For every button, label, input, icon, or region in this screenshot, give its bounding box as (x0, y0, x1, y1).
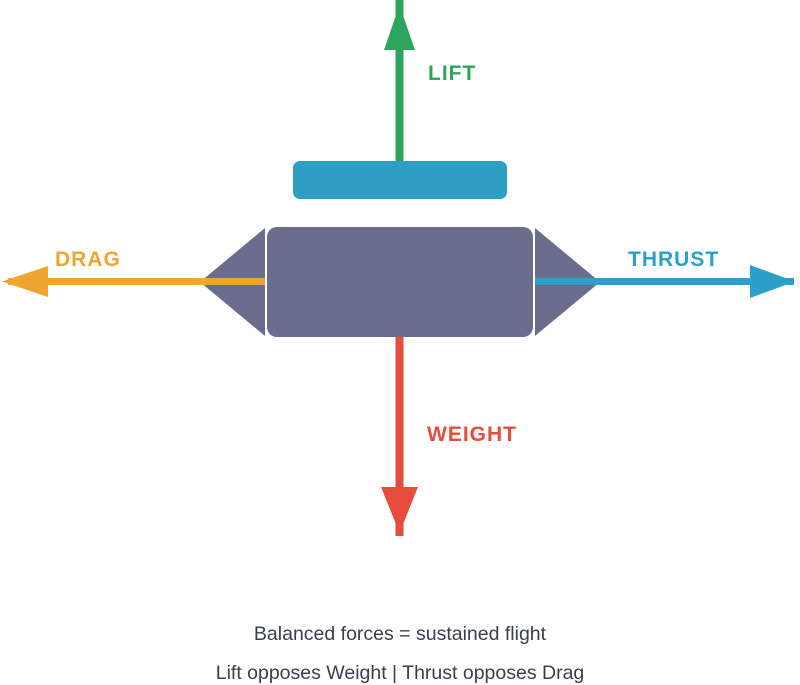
thrust-arrowhead-icon (750, 265, 795, 298)
airplane-wing (293, 161, 507, 199)
weight-arrow: WEIGHT (381, 337, 517, 536)
lift-arrow: LIFT (384, 0, 476, 165)
drag-label: DRAG (55, 248, 121, 271)
fuselage-body (267, 227, 533, 337)
thrust-arrow: THRUST (535, 248, 795, 298)
drag-arrowhead-icon (2, 266, 48, 297)
drag-arrow: DRAG (2, 248, 265, 297)
caption-line-2: Lift opposes Weight | Thrust opposes Dra… (216, 662, 585, 684)
lift-label: LIFT (428, 62, 476, 85)
caption-line-1: Balanced forces = sustained flight (254, 623, 547, 645)
thrust-label: THRUST (628, 248, 719, 271)
lift-arrowhead-icon (384, 5, 415, 50)
weight-arrowhead-icon (381, 487, 418, 533)
caption: Balanced forces = sustained flight Lift … (216, 623, 585, 684)
weight-label: WEIGHT (427, 423, 517, 446)
